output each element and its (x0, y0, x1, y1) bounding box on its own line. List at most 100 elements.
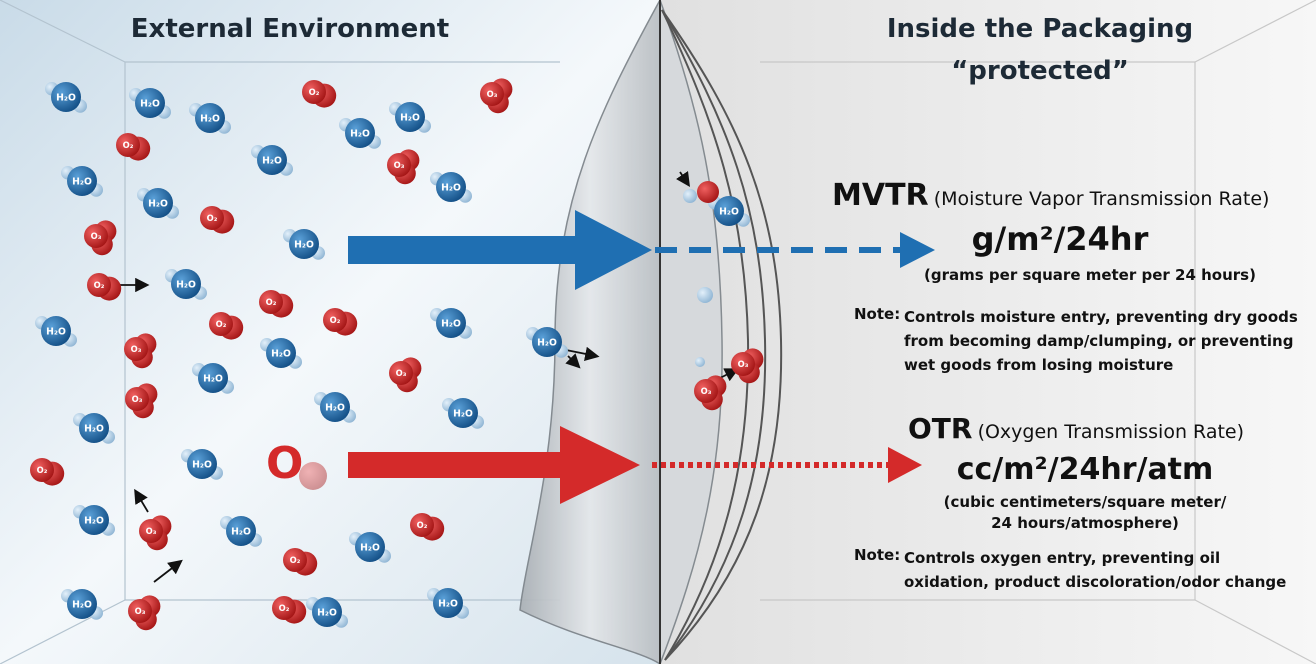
water-molecule: H₂O (306, 597, 348, 628)
mvtr-unit-description: (grams per square meter per 24 hours) (924, 266, 1256, 284)
atom-dot (697, 287, 713, 303)
mvtr-title: MVTR (Moisture Vapor Transmission Rate) (832, 178, 1312, 213)
svg-text:H₂O: H₂O (84, 515, 104, 526)
svg-text:H₂O: H₂O (72, 599, 92, 610)
inside-packaging-heading: Inside the Packaging (886, 14, 1194, 44)
left-room-perspective (0, 0, 560, 664)
water-molecule: H₂O (430, 172, 472, 203)
svg-text:H₂O: H₂O (192, 459, 212, 470)
water-molecule: H₂O (427, 588, 469, 619)
svg-text:H₂O: H₂O (262, 155, 282, 166)
otr-title: OTR (Oxygen Transmission Rate) (908, 412, 1308, 445)
water-molecule: H₂O (181, 449, 223, 480)
svg-text:H₂O: H₂O (140, 98, 160, 109)
ozone-molecule: O₃ (731, 348, 764, 384)
external-environment-heading: External Environment (130, 14, 450, 44)
mvtr-note-line: wet goods from losing moisture (904, 356, 1174, 374)
water-molecule: H₂O (526, 327, 568, 358)
oxygen-molecule: O₂ (87, 273, 122, 301)
ozone-molecule: O₃ (694, 375, 727, 411)
otr-name: (Oxygen Transmission Rate) (977, 421, 1245, 443)
atom-dot (695, 357, 705, 367)
svg-text:H₂O: H₂O (84, 423, 104, 434)
svg-text:H₂O: H₂O (72, 176, 92, 187)
svg-text:H₂O: H₂O (148, 198, 168, 209)
svg-text:O₃: O₃ (701, 386, 712, 396)
mvtr-note-label: Note: (854, 305, 901, 323)
svg-text:O₂: O₂ (266, 297, 277, 307)
water-molecule: H₂O (165, 269, 207, 300)
mvtr-abbr: MVTR (832, 178, 929, 213)
svg-text:O₂: O₂ (94, 280, 105, 290)
svg-text:H₂O: H₂O (360, 542, 380, 553)
svg-text:O₃: O₃ (396, 368, 407, 378)
water-molecule: H₂O (45, 82, 87, 113)
mvtr-unit: g/m²/24hr (971, 220, 1149, 258)
inside-packaging-panel (660, 0, 1316, 664)
oxygen-molecule: O₂ (272, 596, 307, 624)
svg-text:H₂O: H₂O (350, 128, 370, 139)
water-molecule: H₂O (35, 316, 77, 347)
svg-text:H₂O: H₂O (441, 318, 461, 329)
svg-text:O₃: O₃ (738, 359, 749, 369)
ozone-molecule: O₃ (124, 333, 157, 369)
ozone-molecule: O₃ (387, 149, 420, 185)
svg-text:O₃: O₃ (132, 394, 143, 404)
oxygen-molecule: O₂ (209, 312, 244, 340)
water-molecule: H₂O (442, 398, 484, 429)
svg-text:O₂: O₂ (279, 603, 290, 613)
protected-label: “protected” (951, 56, 1129, 86)
atom-dot (683, 189, 697, 203)
mvtr-name: (Moisture Vapor Transmission Rate) (933, 188, 1270, 210)
svg-text:H₂O: H₂O (231, 526, 251, 537)
svg-text:H₂O: H₂O (203, 373, 223, 384)
svg-text:O₂: O₂ (37, 465, 48, 475)
ozone-molecule: O₃ (84, 220, 117, 256)
water-molecule: H₂O (61, 166, 103, 197)
svg-text:O₂: O₂ (417, 520, 428, 530)
water-molecule: H₂O (73, 413, 115, 444)
water-molecule: H₂O (137, 188, 179, 219)
oxygen-molecule: O₂ (30, 458, 65, 486)
water-molecule: H₂O (220, 516, 262, 547)
svg-text:H₂O: H₂O (46, 326, 66, 337)
mvtr-note: Controls moisture entry, preventing dry … (904, 305, 1314, 377)
svg-text:O₂: O₂ (309, 87, 320, 97)
big-oxygen-label: O (266, 438, 303, 489)
atom-dot (697, 181, 719, 203)
svg-text:O₃: O₃ (394, 160, 405, 170)
svg-text:H₂O: H₂O (441, 182, 461, 193)
ozone-molecule: O₃ (389, 357, 422, 393)
svg-text:O₂: O₂ (290, 555, 301, 565)
water-molecule: H₂O (260, 338, 302, 369)
otr-arrow (348, 426, 922, 504)
mvtr-arrow (348, 210, 935, 290)
mvtr-note-line: from becoming damp/clumping, or preventi… (904, 332, 1294, 350)
water-molecule: H₂O (339, 118, 381, 149)
water-molecule: H₂O (189, 103, 231, 134)
svg-text:O₂: O₂ (123, 140, 134, 150)
water-molecule: H₂O (389, 102, 431, 133)
otr-unit: cc/m²/24hr/atm (956, 452, 1214, 487)
svg-text:O₂: O₂ (216, 319, 227, 329)
svg-text:H₂O: H₂O (453, 408, 473, 419)
water-molecule: H₂O (129, 88, 171, 119)
oxygen-molecule: O₂ (410, 513, 445, 541)
water-molecule: H₂O (708, 196, 750, 227)
molecules-layer: H₂O H₂O H₂O H₂O H₂O H₂O H₂O H₂O H₂O H₂O H₂O H₂O H₂O H… (30, 78, 764, 631)
oxygen-molecule: O₂ (200, 206, 235, 234)
otr-note-line: oxidation, product discoloration/odor ch… (904, 573, 1287, 591)
svg-text:H₂O: H₂O (176, 279, 196, 290)
svg-text:H₂O: H₂O (400, 112, 420, 123)
otr-note-label: Note: (854, 546, 901, 564)
otr-unit-description-line: (cubic centimeters/square meter/ (943, 493, 1227, 511)
svg-text:H₂O: H₂O (271, 348, 291, 359)
mvtr-note-line: Controls moisture entry, preventing dry … (904, 308, 1298, 326)
otr-note: Controls oxygen entry, preventing oil ox… (904, 546, 1314, 594)
water-molecule: H₂O (283, 229, 325, 260)
oxygen-molecule: O₂ (116, 133, 151, 161)
svg-text:H₂O: H₂O (325, 402, 345, 413)
svg-text:H₂O: H₂O (438, 598, 458, 609)
svg-text:O₃: O₃ (135, 606, 146, 616)
